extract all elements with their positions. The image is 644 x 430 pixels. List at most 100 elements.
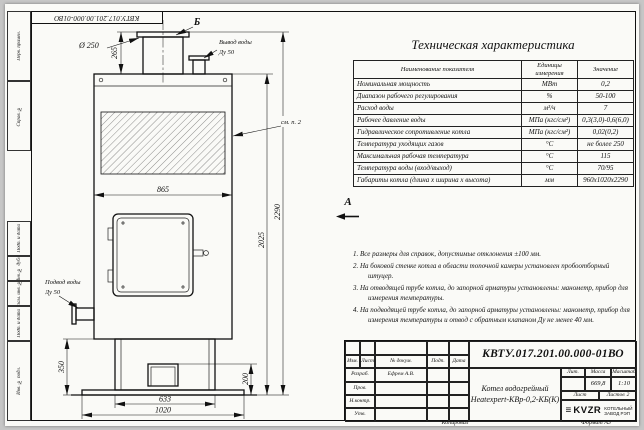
boiler-base [71,338,257,396]
tech-cell-name: Номинальная мощность [353,78,522,91]
company-name: КОТЕЛЬНЫЙ ЗАВОД РЭП [604,406,632,417]
tech-cell-name: Гидравлическое сопротивление котла [353,126,522,139]
stamp-sheets-value: 2 [626,391,630,398]
tech-cell-units: МВт [521,78,578,91]
boiler-body [93,73,233,340]
tech-cell-value: 0,02(0,2) [577,126,634,139]
margin-box-label: Инв. № подл. [16,367,22,395]
tech-cell-units: °С [521,162,578,175]
note-item: 1. Все размеры для справок, допустимые о… [353,250,542,258]
stamp-mass-label: Масса [585,368,611,377]
company-name-line1: КОТЕЛЬНЫЙ [604,405,633,411]
tech-cell-units: МПа (кгс/см²) [521,114,578,127]
tech-cell-value: не более 250 [577,138,634,151]
dim-350: 350 [57,361,66,374]
kvzr-logo: ≡ KVZR [566,406,602,416]
inlet-label: Подвод воды [45,279,81,286]
stamp-cell [449,395,469,408]
tech-col-value: Значение [577,60,634,79]
tech-row: Диапазон рабочего регулирования%50-100 [353,90,634,103]
drawing-labels: Ø 250 Б Вывод воды Ду 50 Подвод воды Ду … [45,17,327,309]
margin-box: Перв. примен. [7,11,31,81]
tech-cell-value: 960х1020х2290 [577,174,634,187]
stamp-cell [427,382,449,395]
tech-cell-value: 7 [577,102,634,115]
stamp-role: Разраб. [345,368,375,382]
stamp-lit-value [561,377,585,391]
tech-cell-value: 70/95 [577,162,634,175]
stamp-mass-value: 669,8 [585,377,611,391]
door-handle-knob [203,250,209,256]
product-name-line1: Котел водогрейный [481,384,549,394]
tech-cell-name: Габариты котла (длина х ширина х высота) [353,174,522,187]
tech-header-row: Наименование показателя Единицы измерени… [353,60,634,79]
stamp-header-sign: Подп. [427,355,449,368]
stamp-scale-value: 1:10 [611,377,637,391]
stamp-role-name: Ефрем А.В. [375,368,427,382]
dim-865: 865 [157,185,169,194]
title-block: Изм. Лист № докум. Подп. Дата Разраб. Еф… [344,340,637,422]
kvzr-bars-icon: ≡ [565,405,572,416]
door-hinge [107,227,114,241]
stamp-company-cell: ≡ KVZR КОТЕЛЬНЫЙ ЗАВОД РЭП [561,400,637,422]
view-marker-a: А [335,196,361,226]
stamp-header-izm: Изм. [345,355,360,368]
tech-table: Наименование показателя Единицы измерени… [353,60,634,187]
stamp-cell [427,395,449,408]
inlet-label-size: Ду 50 [45,289,61,296]
tech-table-title: Техническая характеристика [411,37,575,52]
tech-cell-name: Расход воды [353,102,522,115]
tech-row: Габариты котла (длина х ширина х высота)… [353,174,634,187]
stamp-role-name [375,395,427,408]
margin-box-label: Справ. № [16,105,22,127]
tech-cell-value: 115 [577,150,634,163]
margin-box: Подп. и дата [7,221,31,256]
stamp-drawing-code: КВТУ.017.201.00.000-01ВО [469,341,637,368]
boiler-drawing: 865 265 350 200 2025 2290 [45,17,327,419]
stamp-cell [375,341,427,355]
tech-col-name: Наименование показателя [353,60,522,79]
margin-box-label: Перв. примен. [16,31,22,61]
sheet-frame [31,11,636,421]
tech-cell-name: Максимальная рабочая температура [353,150,522,163]
stamp-product-name: Котел водогрейный Heatexpert-КВр-0,2-КБ(… [469,368,561,422]
tech-cell-name: Температура уходящих газов [353,138,522,151]
margin-box: Справ. № [7,81,31,151]
product-name-line2: Heatexpert-КВр-0,2-КБ(К) [470,395,560,404]
tech-cell-name: Диапазон рабочего регулирования [353,90,522,103]
tech-cell-name: Рабочее давление воды [353,114,522,127]
stamp-header-list: Лист [360,355,375,368]
stamp-cell [345,341,360,355]
margin-box-label: Подп. и дата [16,224,22,253]
margin-box [7,151,31,221]
note-item: 2. На боковой стенке котла в области топ… [353,262,610,280]
dim-diameter: Ø 250 [78,41,99,50]
kvzr-logo-text: KVZR [573,405,602,417]
margin-box-label: Инв. № дубл. [16,256,22,281]
hatched-panel [100,111,226,175]
tech-cell-value: 0,2 [577,78,634,91]
dim-265: 265 [110,47,119,59]
tech-col-units: Единицы измерения [521,60,578,79]
stamp-cell [427,408,449,422]
stamp-cell [449,408,469,422]
paper: Перв. примен. Справ. № Подп. и дата Инв.… [5,4,639,426]
tech-cell-units: м³/ч [521,102,578,115]
copied-label: Копировал [441,420,469,426]
door-handle [192,249,204,257]
stamp-cell [427,341,449,355]
view-label-a: А [344,196,352,208]
stamp-cell [449,341,469,355]
margin-box-label: Взам. инв. № [16,281,22,306]
stamp-sheet-label: Лист [561,391,599,400]
margin-box: Подп. и дата [7,306,31,341]
stamp-header-docnum: № докум. [375,355,427,368]
tech-cell-units: °С [521,138,578,151]
tech-cell-name: Температура воды (вход/выход) [353,162,522,175]
dim-1020: 1020 [155,406,171,415]
